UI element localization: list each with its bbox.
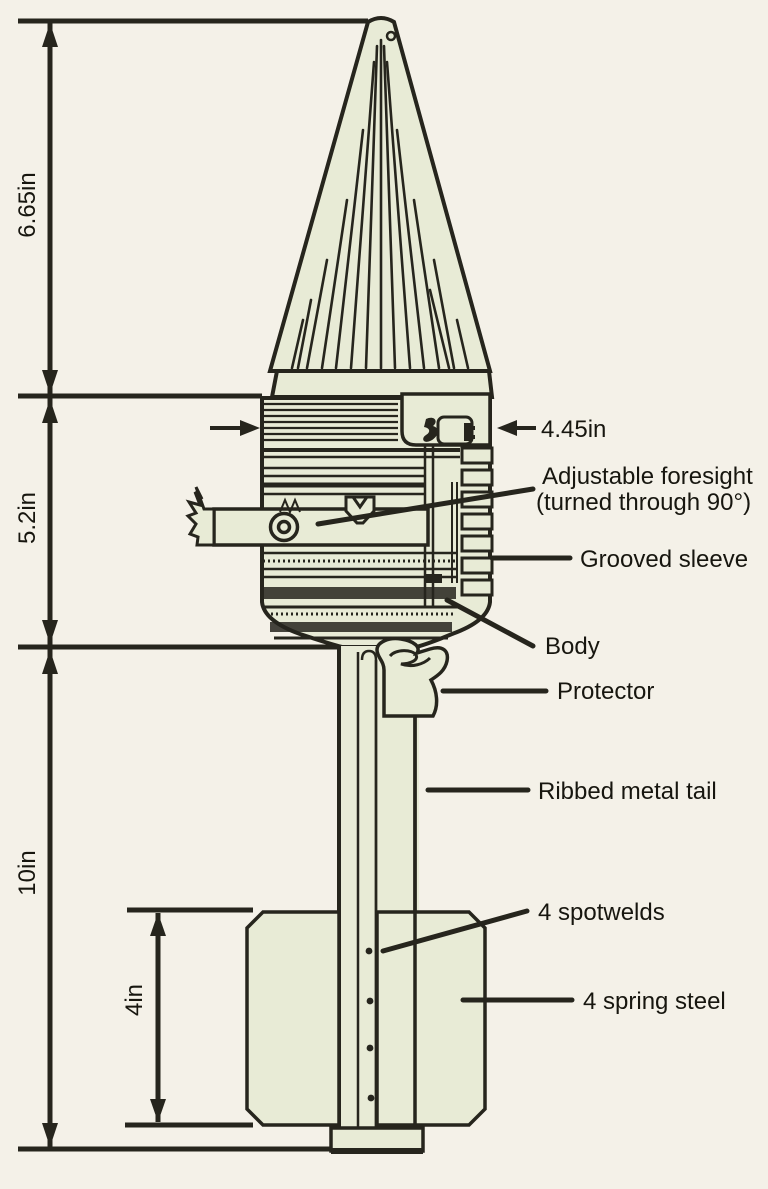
label-body: Body bbox=[545, 633, 600, 660]
diameter-arrows bbox=[210, 420, 536, 436]
label-ribbed-tail: Ribbed metal tail bbox=[538, 778, 717, 805]
adjustable-foresight bbox=[185, 486, 430, 547]
leader-body bbox=[444, 597, 536, 649]
nose-cone bbox=[267, 16, 493, 373]
leader-foresight bbox=[315, 486, 536, 527]
label-protector: Protector bbox=[557, 678, 654, 705]
protector bbox=[375, 636, 450, 718]
nose-cone-ribs bbox=[290, 38, 470, 370]
fuze-pin-detail bbox=[464, 423, 471, 441]
nose-tip-notch bbox=[385, 30, 397, 42]
spotweld-dot-3 bbox=[366, 1044, 374, 1052]
label-grooved-sleeve: Grooved sleeve bbox=[580, 546, 748, 573]
tail-end-cap bbox=[329, 1126, 425, 1154]
foresight-pivot-inner bbox=[276, 519, 292, 535]
label-foresight-line2: (turned through 90°) bbox=[536, 489, 751, 516]
leader-spotwelds bbox=[380, 908, 530, 954]
dimension-4in bbox=[125, 907, 253, 1128]
tail-detail bbox=[356, 649, 417, 1128]
dim-label-body: 5.2in bbox=[14, 492, 41, 544]
dim-label-nose: 6.65in bbox=[14, 172, 41, 237]
foresight-hatch bbox=[279, 497, 301, 515]
body-grooves-mid bbox=[263, 448, 460, 496]
spotweld-dot-2 bbox=[366, 997, 374, 1005]
fin-right bbox=[375, 910, 487, 1127]
dim-label-fin: 4in bbox=[121, 984, 148, 1016]
body-dark-band-2 bbox=[270, 622, 452, 632]
dimension-extension-lines bbox=[18, 18, 368, 1152]
fuze-block bbox=[400, 392, 492, 447]
label-spring-steel: 4 spring steel bbox=[583, 988, 726, 1015]
fuze-hook-detail bbox=[423, 417, 438, 442]
label-spotwelds: 4 spotwelds bbox=[538, 899, 665, 926]
body-dark-band-1 bbox=[264, 587, 456, 599]
fins bbox=[245, 910, 487, 1127]
callout-labels: Adjustable foresight (turned through 90°… bbox=[536, 463, 753, 1015]
foresight-claw bbox=[185, 486, 216, 547]
dim-label-tail: 10in bbox=[14, 850, 41, 895]
foresight-pivot-outer bbox=[268, 511, 300, 543]
dimension-vertical-line bbox=[42, 23, 58, 1147]
fin-left bbox=[245, 910, 341, 1127]
label-foresight-line1: Adjustable foresight bbox=[542, 463, 753, 490]
spotweld-dot-1 bbox=[365, 947, 373, 955]
leader-lines bbox=[315, 486, 575, 1003]
channel-stop-detail bbox=[424, 574, 442, 583]
dimension-labels: 6.65in 5.2in 10in 4in 4.45in bbox=[14, 172, 606, 1016]
spotweld-dot-4 bbox=[367, 1094, 375, 1102]
body-grooves-upper bbox=[263, 402, 398, 442]
grooved-sleeve bbox=[460, 446, 494, 597]
fuze-latch-housing bbox=[436, 415, 474, 446]
dim-label-diameter: 4.45in bbox=[541, 416, 606, 443]
